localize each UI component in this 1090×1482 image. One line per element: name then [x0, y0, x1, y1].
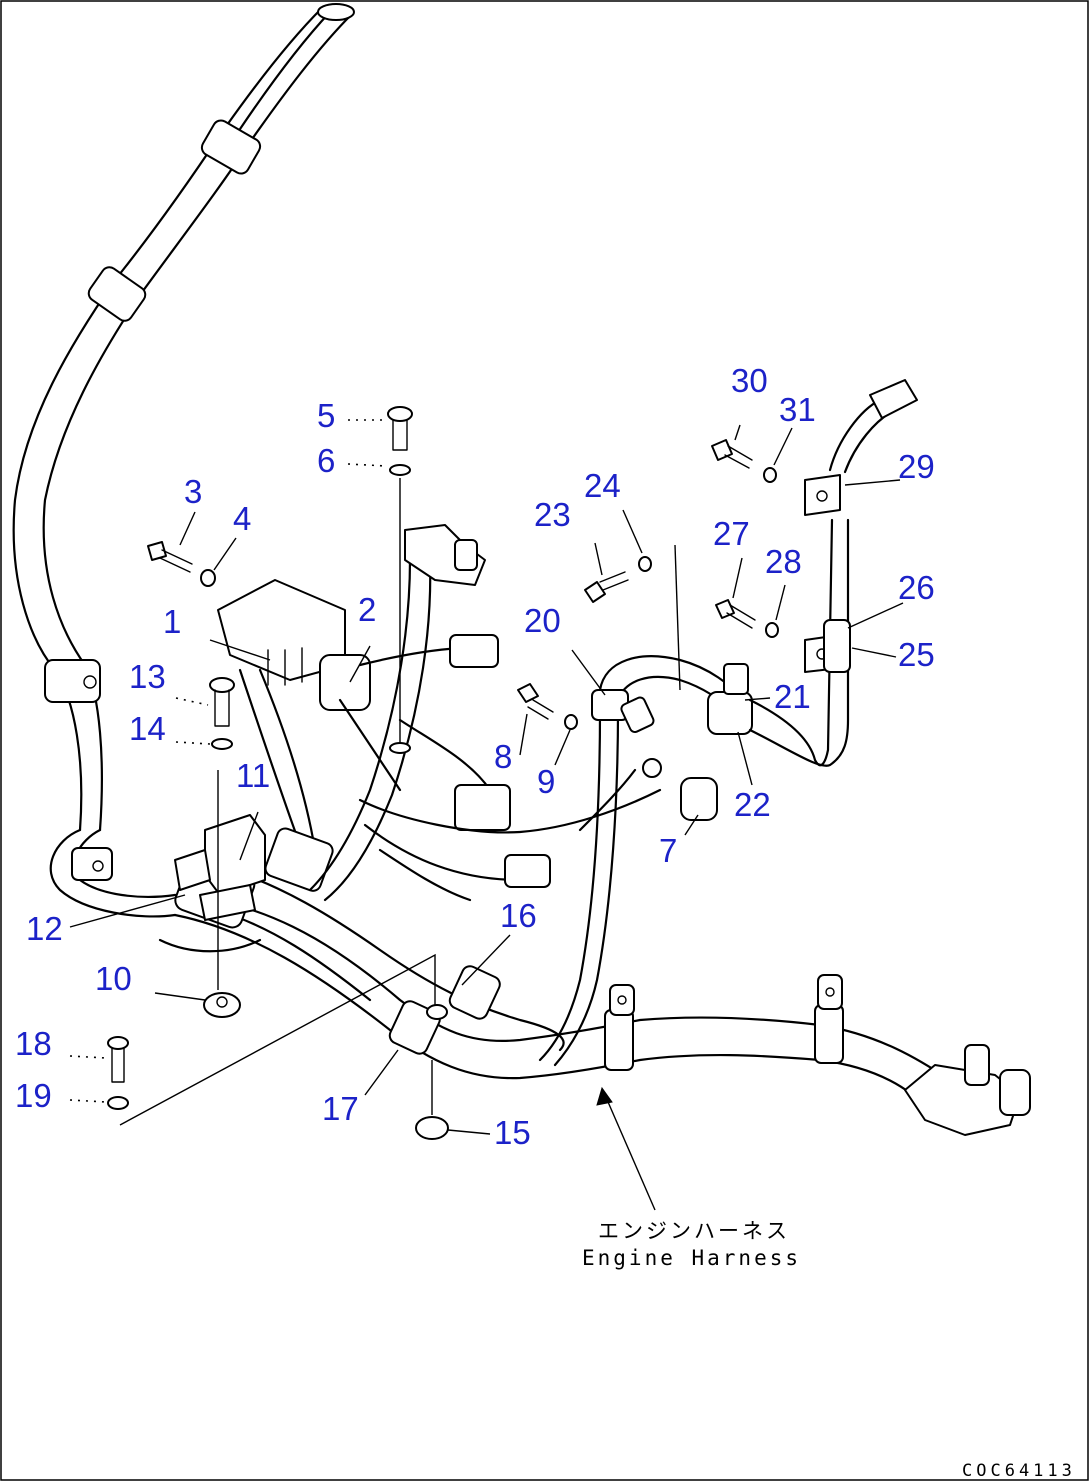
callout-3: 3	[184, 473, 202, 510]
callout-20: 20	[524, 602, 561, 639]
upper-hose	[12, 3, 355, 832]
lower-harness-loop	[49, 828, 262, 953]
callout-8: 8	[494, 738, 512, 775]
callout-24: 24	[584, 467, 621, 504]
drawing-code: COC64113	[962, 1461, 1076, 1481]
callout-15: 15	[494, 1114, 531, 1151]
callout-18: 18	[15, 1025, 52, 1062]
callout-28: 28	[765, 543, 802, 580]
callout-11: 11	[236, 757, 270, 794]
callout-14: 14	[129, 710, 166, 747]
callout-5: 5	[317, 397, 335, 434]
callout-10: 10	[95, 960, 132, 997]
callout-1: 1	[163, 603, 181, 640]
callout-19: 19	[15, 1077, 52, 1114]
callout-31: 31	[779, 391, 816, 428]
main-harness-trunk	[173, 856, 1031, 1136]
callout-23: 23	[534, 496, 571, 533]
annotation-english: Engine Harness	[582, 1246, 801, 1270]
callout-4: 4	[233, 500, 251, 537]
relay-connector-group	[174, 524, 662, 921]
callout-30: 30	[731, 362, 768, 399]
leader-lines	[69, 419, 904, 1211]
callout-7: 7	[659, 832, 677, 869]
callout-17: 17	[322, 1090, 359, 1127]
callout-9: 9	[537, 763, 555, 800]
right-harness	[538, 379, 918, 1067]
callout-21: 21	[774, 678, 811, 715]
callout-26: 26	[898, 569, 935, 606]
callout-22: 22	[734, 786, 771, 823]
callout-16: 16	[500, 897, 537, 934]
callout-13: 13	[129, 658, 166, 695]
callout-12: 12	[26, 910, 63, 947]
callout-6: 6	[317, 442, 335, 479]
callout-2: 2	[358, 591, 376, 628]
annotation-japanese: エンジンハーネス	[598, 1219, 790, 1243]
fasteners	[107, 406, 779, 1140]
callout-29: 29	[898, 448, 935, 485]
callout-27: 27	[713, 515, 750, 552]
callout-labels: 1 2 3 4 5 6 7 8 9 10 11 12 13 14 15 16 1…	[15, 362, 935, 1151]
callout-25: 25	[898, 636, 935, 673]
